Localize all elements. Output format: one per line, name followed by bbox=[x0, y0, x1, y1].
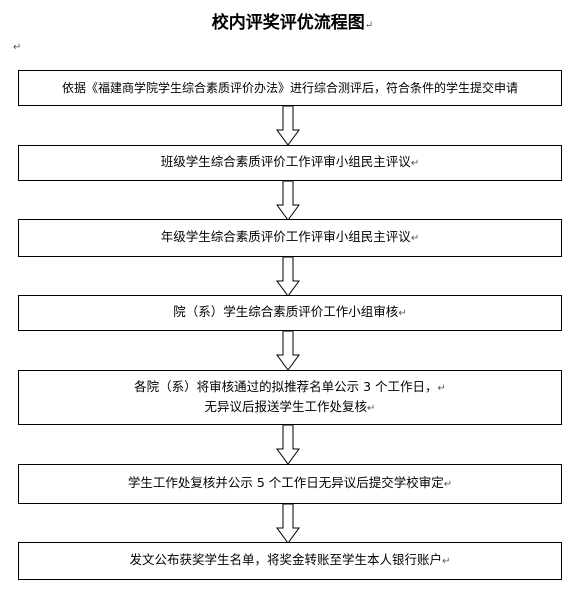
down-arrow-3 bbox=[276, 257, 300, 297]
return-mark-line: ↵ bbox=[13, 42, 22, 53]
flow-step-4-text: 院（系）学生综合素质评价工作小组审核↵ bbox=[173, 304, 407, 319]
diagram-title: 校内评奖评优流程图↵ bbox=[211, 13, 374, 33]
flow-step-3: 年级学生综合素质评价工作评审小组民主评议↵ bbox=[18, 219, 562, 257]
flow-step-7-text: 发文公布获奖学生名单，将奖金转账至学生本人银行账户↵ bbox=[129, 552, 451, 567]
flow-step-2-text: 班级学生综合素质评价工作评审小组民主评议↵ bbox=[160, 154, 420, 169]
down-arrow-1 bbox=[276, 106, 300, 146]
flow-step-5-line-2: 无异议后报送学生工作处复核 bbox=[204, 398, 368, 414]
flow-step-6: 学生工作处复核并公示 5 个工作日无异议后提交学校审定↵ bbox=[18, 464, 562, 504]
flow-step-6-text: 学生工作处复核并公示 5 个工作日无异议后提交学校审定↵ bbox=[127, 475, 453, 490]
flow-step-5: 各院（系）将审核通过的拟推荐名单公示 3 个工作日，↵ 无异议后报送学生工作处复… bbox=[18, 370, 562, 425]
down-arrow-6 bbox=[276, 504, 300, 544]
flow-step-5-text: 各院（系）将审核通过的拟推荐名单公示 3 个工作日，↵ 无异议后报送学生工作处复… bbox=[134, 378, 446, 414]
return-mark: ↵ bbox=[364, 20, 374, 31]
flow-step-3-text: 年级学生综合素质评价工作评审小组民主评议↵ bbox=[160, 229, 420, 244]
flow-step-1: 依据《福建商学院学生综合素质评价办法》进行综合测评后，符合条件的学生提交申请 bbox=[18, 70, 562, 106]
down-arrow-4 bbox=[276, 331, 300, 371]
down-arrow-2 bbox=[276, 181, 300, 221]
down-arrow-5 bbox=[276, 425, 300, 465]
flow-step-4: 院（系）学生综合素质评价工作小组审核↵ bbox=[18, 295, 562, 331]
flow-step-1-text: 依据《福建商学院学生综合素质评价办法》进行综合测评后，符合条件的学生提交申请 bbox=[61, 81, 518, 95]
flow-step-7: 发文公布获奖学生名单，将奖金转账至学生本人银行账户↵ bbox=[18, 542, 562, 580]
flow-step-5-line-1: 各院（系）将审核通过的拟推荐名单公示 3 个工作日， bbox=[134, 378, 438, 394]
flow-step-2: 班级学生综合素质评价工作评审小组民主评议↵ bbox=[18, 145, 562, 181]
